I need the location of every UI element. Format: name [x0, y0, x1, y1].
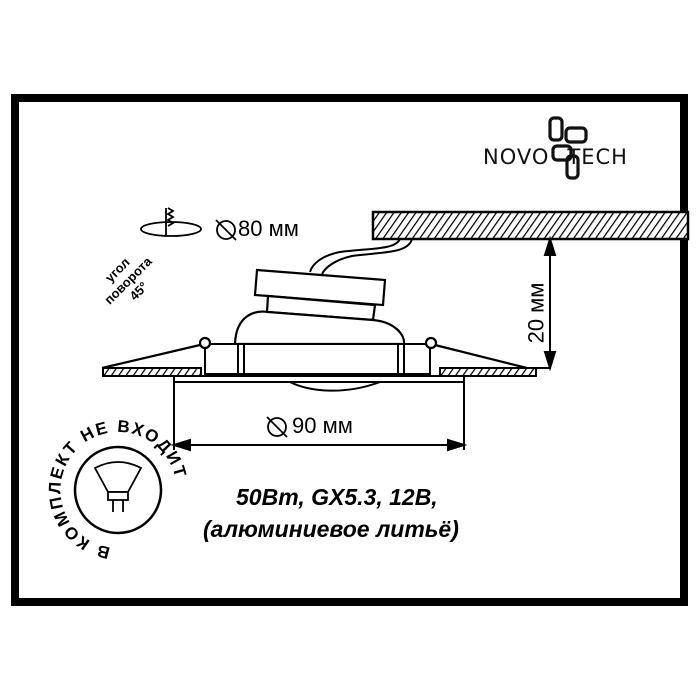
outer-diameter-label: 90 мм: [292, 413, 353, 438]
lamp-icon: [93, 461, 143, 512]
diameter-icon-90: [266, 416, 288, 438]
dimension-90: [170, 382, 468, 452]
lamp-badge: В КОМПЛЕКТ НЕ ВХОДИТ: [45, 417, 188, 563]
brand-logo: NOVO TECH: [483, 145, 628, 169]
ceiling-slab: [371, 210, 690, 241]
diameter-icon: [215, 219, 237, 241]
ceiling-edges: [102, 367, 537, 377]
spring-clips: [101, 336, 536, 372]
logo-mark: [548, 116, 588, 180]
spec-power-socket: 50Вт, GX5.3, 12В,: [236, 484, 438, 510]
fixture-body: [204, 343, 431, 375]
flange: [173, 375, 465, 392]
logo-suffix: TECH: [567, 145, 628, 169]
wire: [309, 238, 413, 275]
logo-prefix: NOVO: [483, 145, 550, 169]
dimension-20: [536, 235, 557, 372]
cutout-icon: [140, 207, 202, 237]
cutout-diameter-label: 80 мм: [238, 216, 299, 241]
spec-material: (алюминиевое литьё): [203, 516, 459, 542]
socket-block: [233, 268, 406, 346]
depth-label: 20 мм: [523, 282, 549, 344]
